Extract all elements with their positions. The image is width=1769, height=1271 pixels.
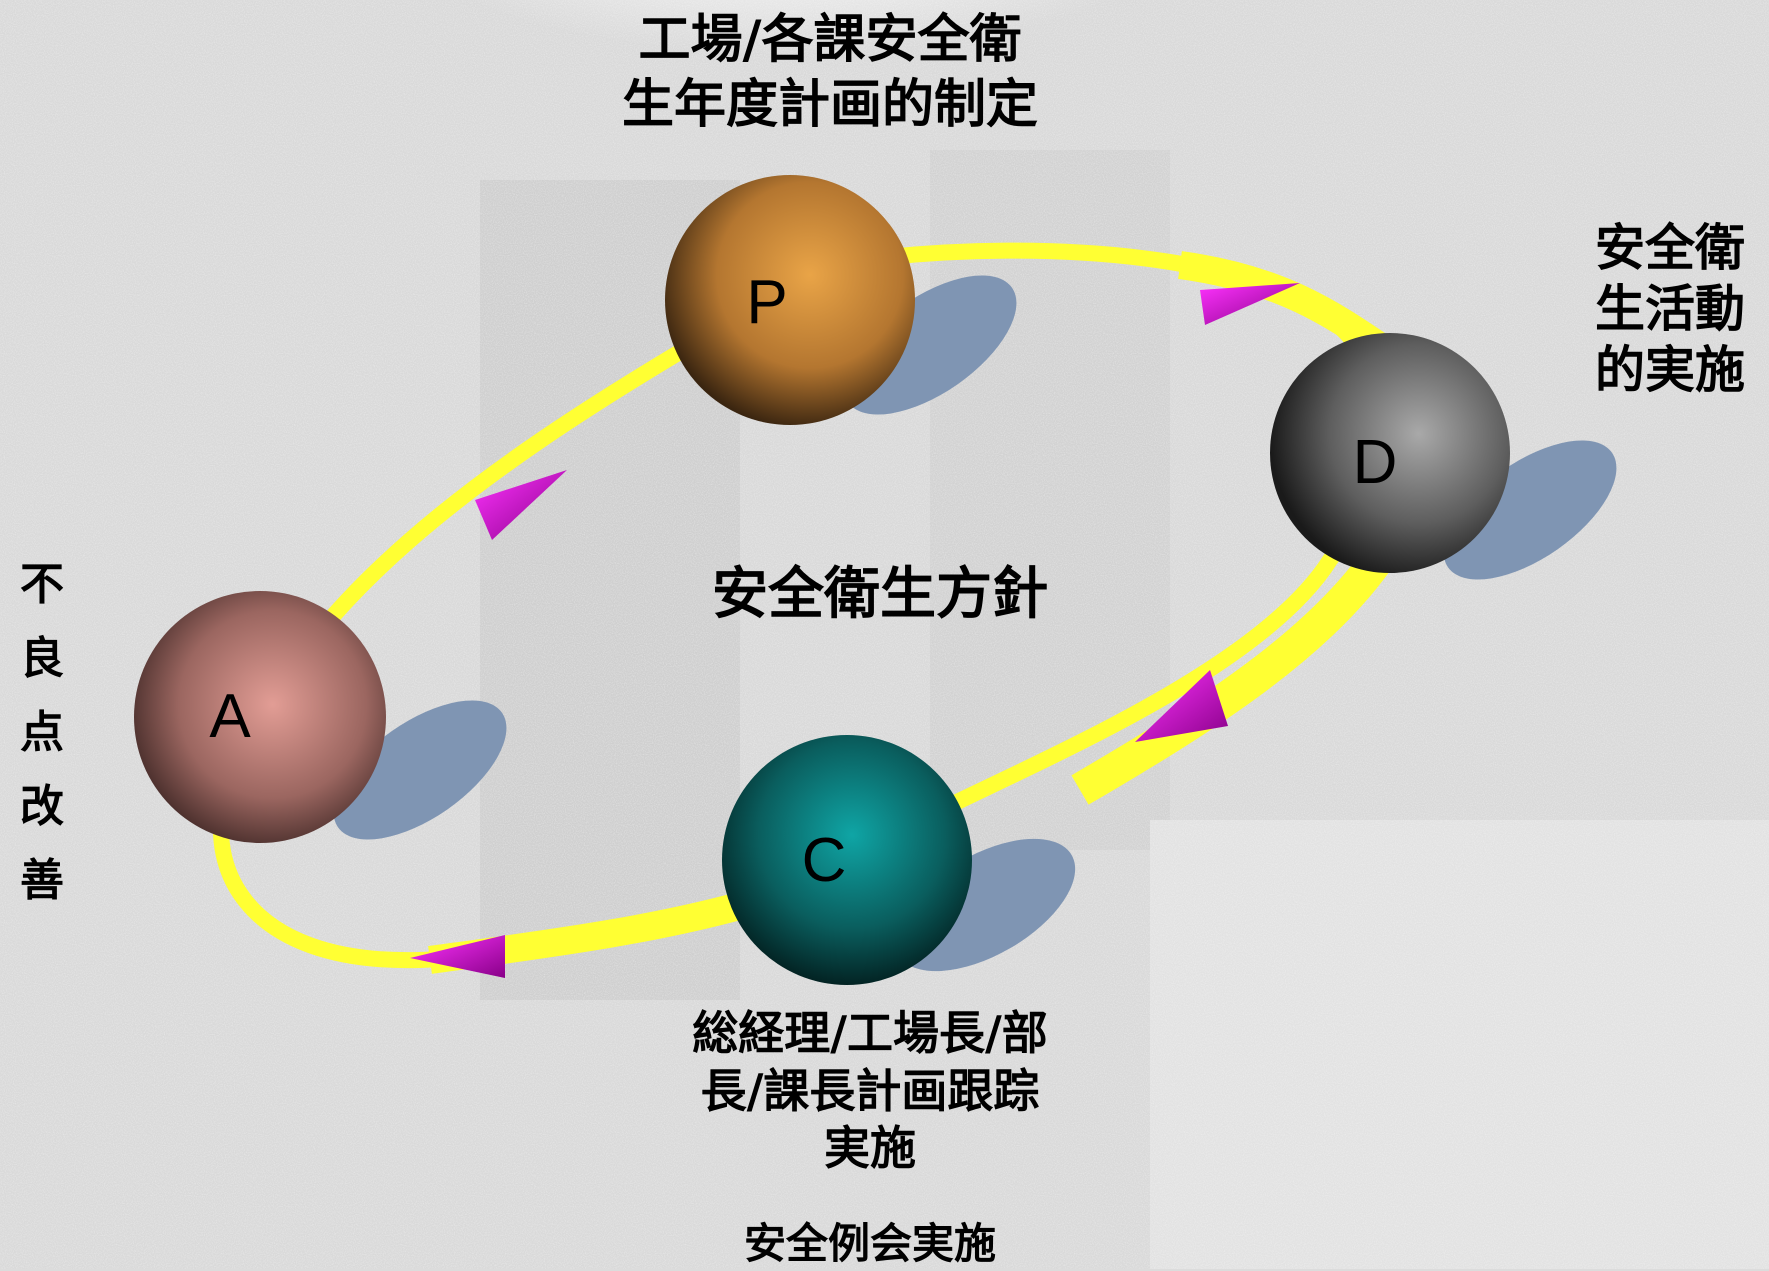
shadow-p: [843, 275, 1017, 415]
shadow-a: [333, 700, 507, 840]
arrow-d-to-c: [1135, 670, 1228, 742]
ball-c: [722, 735, 972, 985]
caption-check: 総経理/工場長/部 長/課長計画跟踪 実施: [692, 1006, 1048, 1175]
caption-plan: 工場/各課安全衛 生年度計画的制定: [621, 10, 1038, 135]
node-letter-d: D: [1352, 428, 1398, 497]
ball-p: [665, 175, 915, 425]
node-letter-p: P: [746, 268, 788, 337]
node-letter-c: C: [801, 826, 847, 895]
arrow-a-to-p: [475, 470, 567, 540]
arrow-c-to-a: [410, 935, 505, 978]
caption-meeting: 安全例会実施: [743, 1219, 996, 1268]
node-letter-a: A: [209, 682, 251, 751]
shadow-d: [1443, 440, 1617, 580]
caption-act: 不良点改善: [20, 559, 64, 906]
arrow-p-to-d: [1200, 283, 1300, 325]
caption-do: 安全衛 生活動 的実施: [1595, 219, 1745, 399]
ball-d: [1270, 333, 1510, 573]
center-title: 安全衛生方針: [712, 562, 1048, 627]
ball-a: [134, 591, 386, 843]
